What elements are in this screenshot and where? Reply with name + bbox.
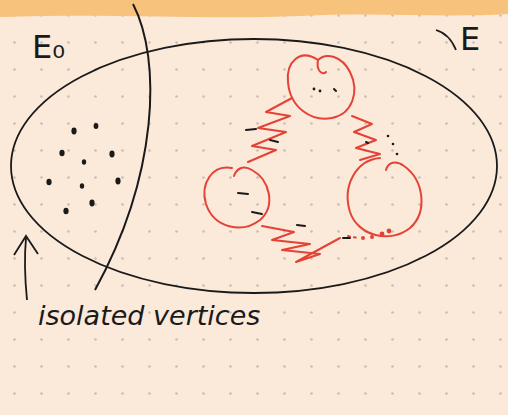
- red-vertices: [361, 229, 391, 240]
- leader-line: [436, 30, 456, 50]
- set-oval: [11, 39, 497, 293]
- isolated-vertices: [46, 123, 120, 214]
- small-dots: [313, 88, 399, 156]
- set-label: E₀: [32, 28, 65, 66]
- pointer-arrow: [25, 238, 27, 300]
- annotation-text: isolated vertices: [38, 300, 260, 331]
- edge-marks: [238, 89, 368, 238]
- top-band: [0, 0, 508, 17]
- set-label: E: [460, 20, 480, 58]
- red-components: [204, 56, 421, 262]
- divider-curve: [95, 4, 150, 290]
- arrow-head: [14, 236, 38, 255]
